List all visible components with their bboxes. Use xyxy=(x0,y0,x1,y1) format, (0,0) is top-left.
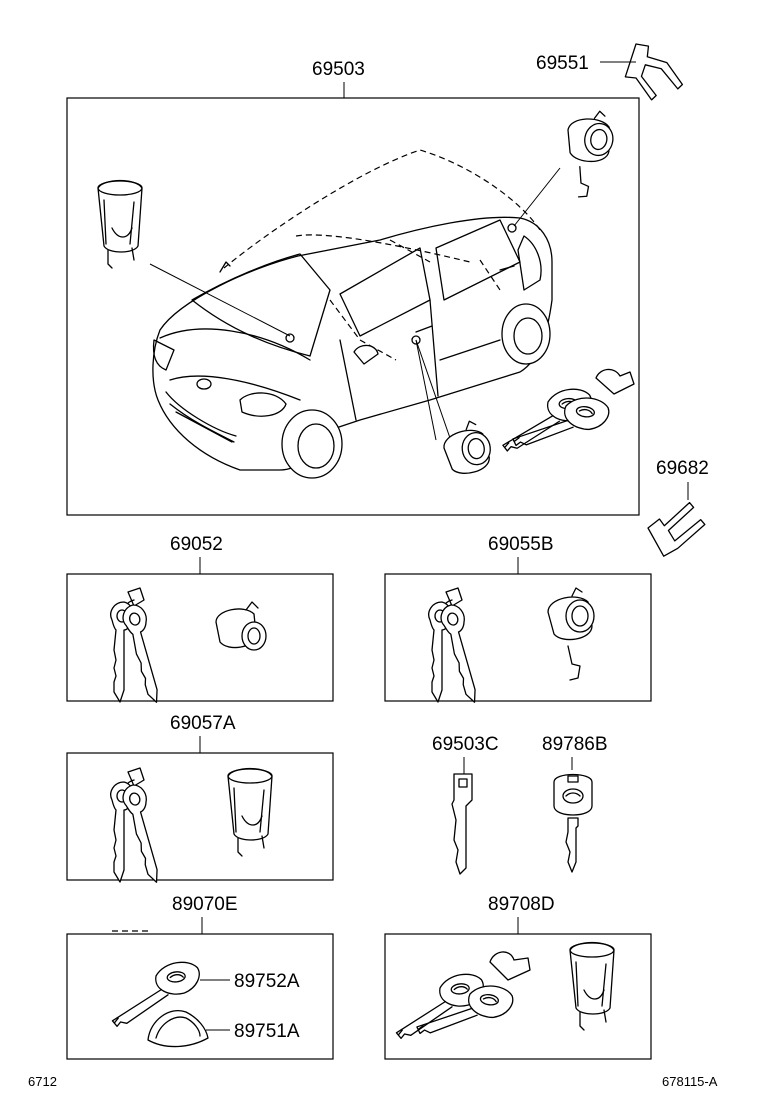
keyfob-pair-main xyxy=(498,368,635,459)
label-69682: 69682 xyxy=(656,458,709,479)
clip-69551 xyxy=(615,39,692,110)
keys-69055B xyxy=(429,588,488,705)
label-89070E: 89070E xyxy=(172,894,238,915)
assembly-box-69503 xyxy=(66,97,640,516)
assembly-box-69052 xyxy=(66,573,334,702)
door-cylinder-front xyxy=(440,418,494,477)
label-69057A: 69057A xyxy=(170,713,236,734)
label-89708D: 89708D xyxy=(488,894,555,915)
cylinder-89708D xyxy=(569,941,615,1031)
ignition-cylinder-main xyxy=(97,179,143,269)
keys-69057A xyxy=(111,768,170,885)
blank-key-69503C xyxy=(451,773,473,875)
label-69052: 69052 xyxy=(170,534,223,555)
door-cylinder-rear xyxy=(562,105,619,198)
label-69503C: 69503C xyxy=(432,734,499,755)
clip-69682 xyxy=(647,501,706,557)
footer-left-code: 6712 xyxy=(28,1074,57,1089)
assembly-box-69057A xyxy=(66,752,334,881)
label-89752A: 89752A xyxy=(234,971,300,992)
key-cover-89751A xyxy=(147,1010,209,1048)
cylinder-69052 xyxy=(215,601,267,651)
car-illustration xyxy=(152,149,553,479)
keys-69052 xyxy=(111,588,170,705)
transponder-key-89786B xyxy=(553,773,593,873)
label-69503: 69503 xyxy=(312,59,365,80)
assembly-box-89708D xyxy=(384,933,652,1060)
label-69055B: 69055B xyxy=(488,534,554,555)
cylinder-69055B xyxy=(547,587,595,681)
label-89751A: 89751A xyxy=(234,1021,300,1042)
cylinder-69057A xyxy=(227,767,273,857)
label-69551: 69551 xyxy=(536,53,589,74)
assembly-box-89070E xyxy=(66,933,334,1060)
assembly-box-69055B xyxy=(384,573,652,702)
footer-right-code: 678115-A xyxy=(662,1074,718,1089)
label-89786B: 89786B xyxy=(542,734,608,755)
keyfob-pair-89708D xyxy=(390,951,531,1047)
